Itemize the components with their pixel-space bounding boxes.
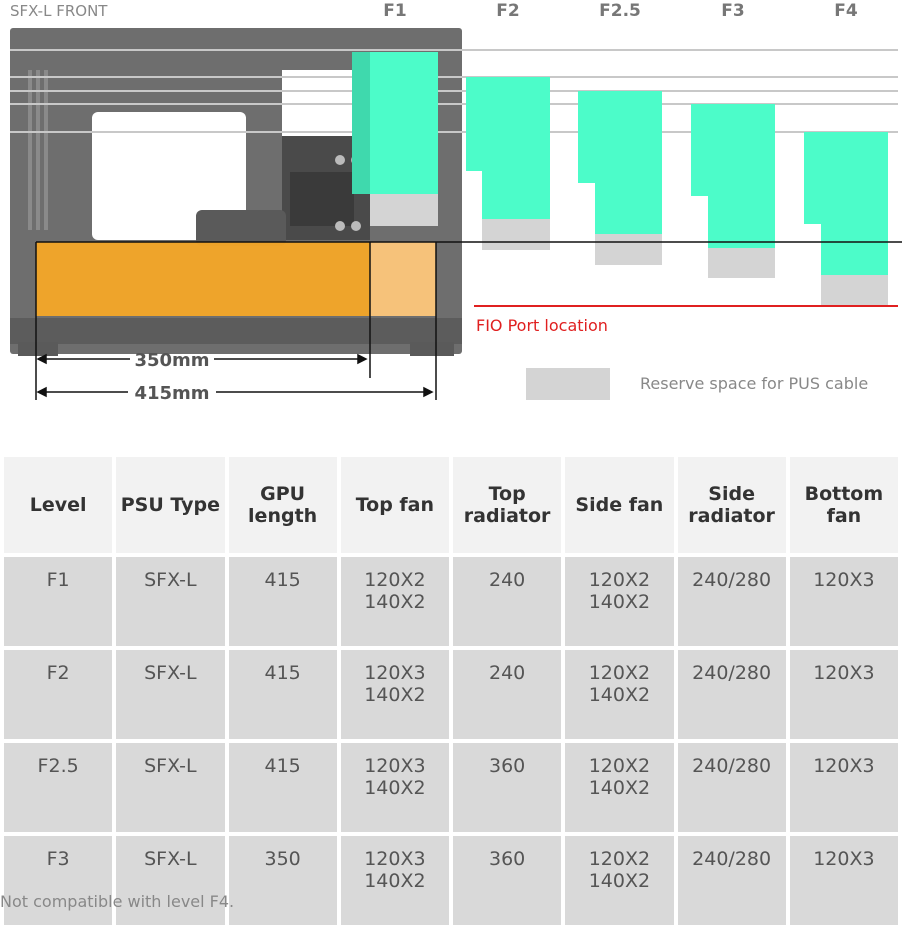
table-cell: 120X3 [789,650,898,739]
column-header: Side fan [565,457,674,553]
column-header-text: radiator [463,505,551,527]
legend-swatch [526,368,610,400]
level-label-f2-5: F2.5 [599,1,641,21]
level-label-f1: F1 [383,1,406,21]
table-cell: F2 [4,650,113,739]
level-label-f3: F3 [721,1,744,21]
column-header-text: Bottom [804,483,884,505]
table-cell: 350 [228,836,337,925]
table-cell: 120X3 [789,557,898,646]
psu-level-f1 [352,52,438,226]
table-cell: 415 [228,743,337,832]
gpu-length-dimensions [36,353,434,398]
table-cell: SFX-L [116,650,225,739]
psu-level-f4 [804,132,888,306]
table-cell: 240/280 [677,557,786,646]
table-cell: 360 [453,743,562,832]
psu-level-f2-5 [578,91,662,265]
table-cell: 415 [228,650,337,739]
gpu-area [35,241,902,400]
table-cell: 120X3 [789,743,898,832]
fio-port-label: FIO Port location [476,316,608,335]
column-header-text: radiator [688,505,775,527]
table-cell: 240/280 [677,836,786,925]
table-cell: 240 [453,557,562,646]
table-cell: 120X3 [789,836,898,925]
table-cell: SFX-L [116,836,225,925]
column-header-text: GPU [260,483,306,505]
table-cell: F1 [4,557,113,646]
psu-level-f2 [466,77,550,250]
table-cell: 415 [228,557,337,646]
table-cell: 240/280 [677,743,786,832]
table-cell: 360 [453,836,562,925]
column-header-text: Top fan [355,494,435,516]
column-header-text: fan [826,505,862,527]
table-cell: 240 [453,650,562,739]
legend-label: Reserve space for PUS cable [640,374,868,393]
psu-level-f3 [691,104,775,278]
front-label: SFX-L FRONT [10,2,108,20]
column-header: Top fan [340,457,449,553]
table-cell: 240/280 [677,650,786,739]
gpu-length-350: 350mm [134,350,209,371]
column-header-text: Level [29,494,87,516]
level-label-f4: F4 [834,1,858,21]
footnote: Not compatible with level F4. [0,892,235,911]
column-header: Level [4,457,113,553]
column-header: PSU Type [116,457,225,553]
column-header-text: Top [488,483,526,505]
level-label-f2: F2 [496,1,519,21]
column-header-text: PSU Type [120,494,220,516]
table-cell: SFX-L [116,557,225,646]
column-header-text: length [248,505,318,527]
table-cell: F2.5 [4,743,113,832]
column-header-text: Side fan [575,494,664,516]
psu-level-diagram: SFX-L FRONT F1 F2 F2.5 F3 F4 350mm 415mm… [10,1,902,404]
table-cell: SFX-L [116,743,225,832]
column-header-text: Side [708,483,755,505]
gpu-length-415: 415mm [134,383,209,404]
table-cell: F3 [4,836,113,925]
